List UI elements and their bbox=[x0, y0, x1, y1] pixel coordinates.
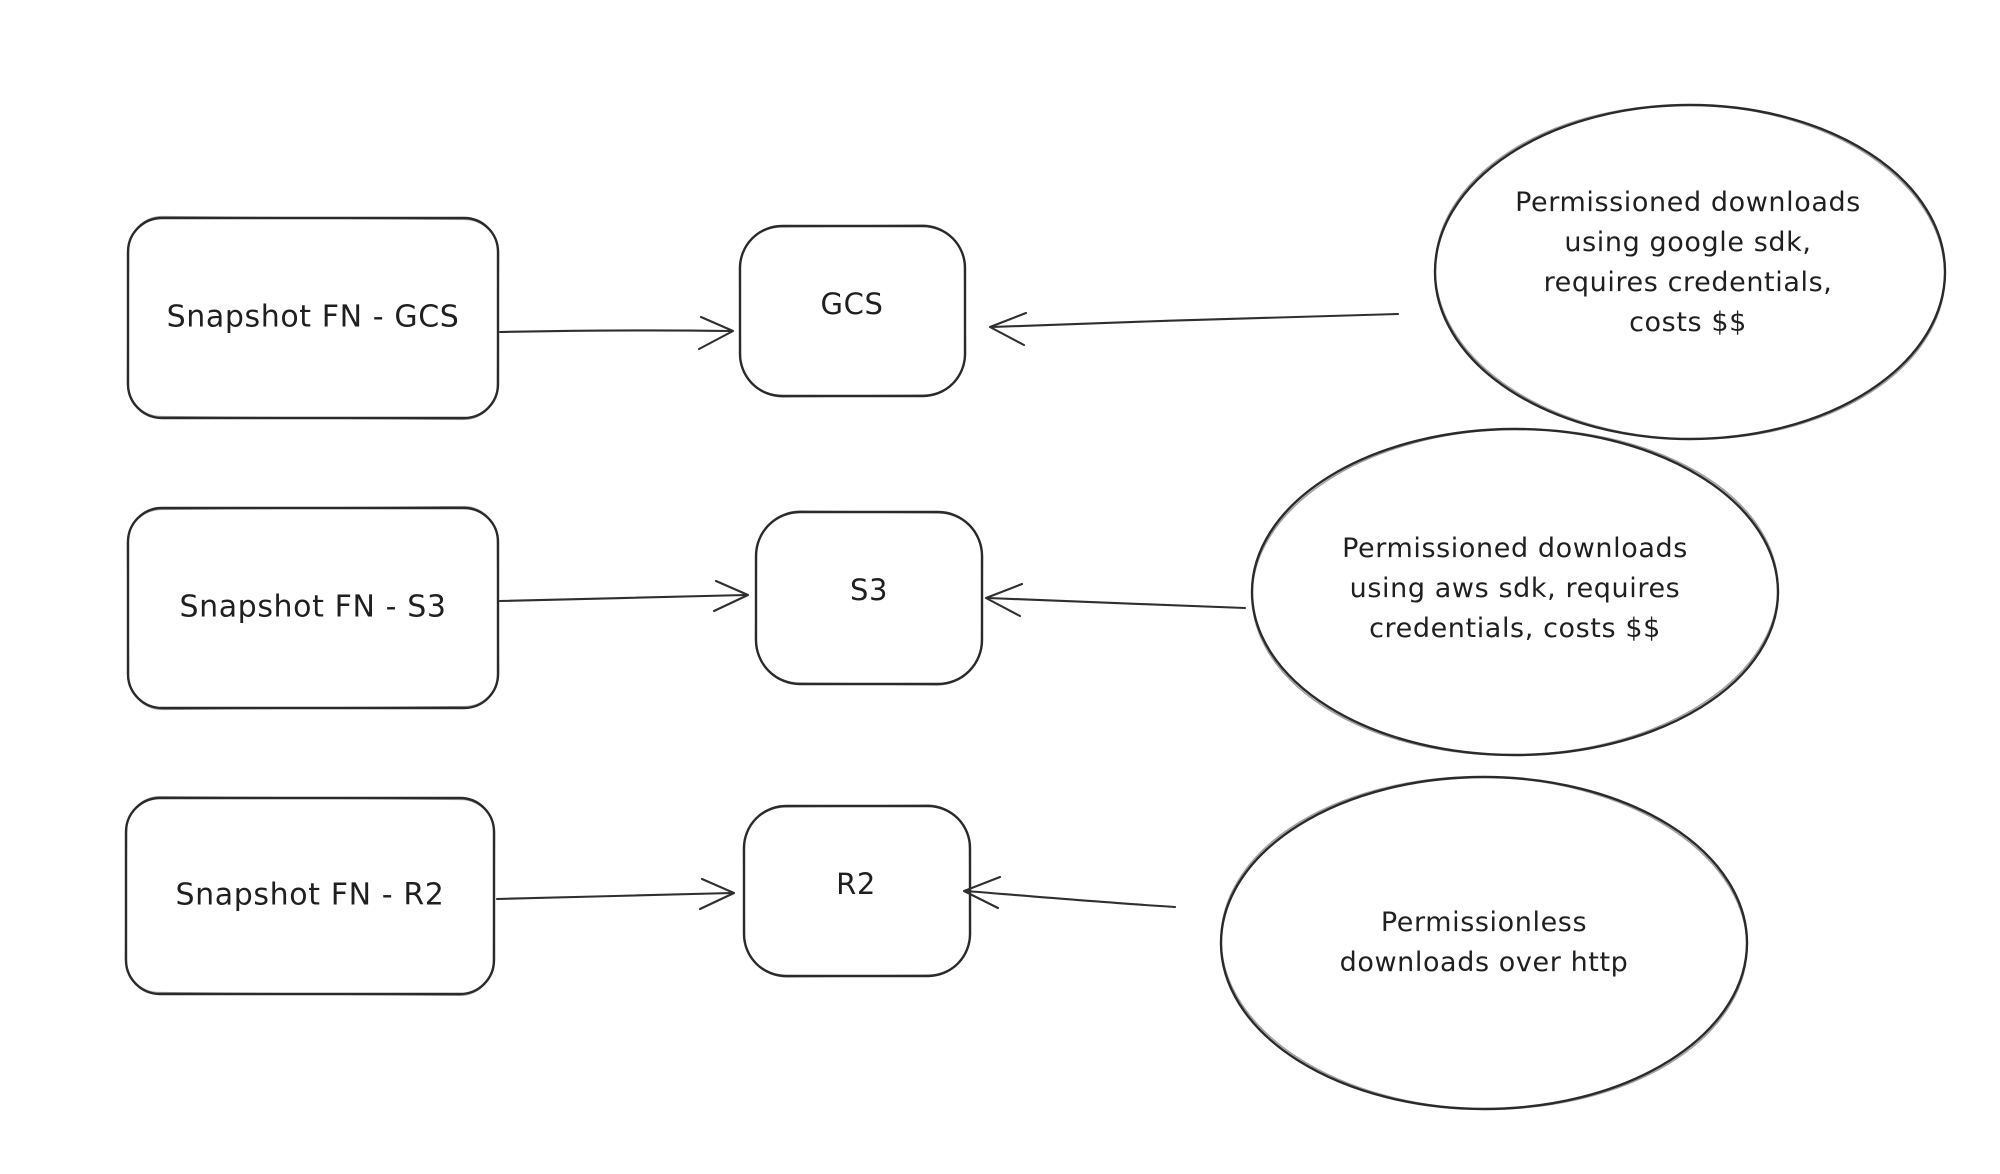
node-note-aws-sdk[interactable] bbox=[1248, 423, 1781, 761]
arrow-note-google-sdk-to-gcs[interactable] bbox=[988, 311, 1400, 347]
node-s3[interactable] bbox=[754, 510, 984, 686]
node-note-http[interactable] bbox=[1217, 771, 1750, 1115]
note-line: credentials, costs $$ bbox=[1369, 613, 1661, 644]
arrow-note-aws-sdk-to-s3[interactable] bbox=[984, 582, 1247, 618]
node-snapshot-fn-r2[interactable] bbox=[124, 795, 496, 997]
label-snapshot-fn-gcs: Snapshot FN - GCS bbox=[166, 299, 460, 335]
node-gcs[interactable] bbox=[738, 224, 967, 398]
note-line: requires credentials, bbox=[1543, 267, 1833, 298]
arrow-note-http-to-r2[interactable] bbox=[962, 875, 1177, 910]
label-s3: S3 bbox=[849, 573, 889, 607]
note-line: Permissioned downloads bbox=[1515, 187, 1861, 218]
label-note-http: Permissionless downloads over http bbox=[1340, 903, 1629, 983]
arrow-snapshot-fn-gcs-to-gcs[interactable] bbox=[498, 315, 735, 351]
note-line: using aws sdk, requires bbox=[1349, 573, 1681, 604]
node-note-google-sdk[interactable] bbox=[1431, 99, 1948, 444]
label-note-google-sdk: Permissioned downloads using google sdk,… bbox=[1515, 183, 1861, 343]
note-line: costs $$ bbox=[1629, 307, 1747, 338]
note-line: Permissionless bbox=[1380, 907, 1588, 938]
label-snapshot-fn-s3: Snapshot FN - S3 bbox=[179, 589, 447, 625]
note-line: using google sdk, bbox=[1564, 227, 1812, 258]
arrow-snapshot-fn-s3-to-s3[interactable] bbox=[498, 579, 750, 613]
node-snapshot-fn-s3[interactable] bbox=[126, 505, 500, 711]
label-r2: R2 bbox=[836, 867, 876, 901]
note-line: Permissioned downloads bbox=[1342, 533, 1688, 564]
node-snapshot-fn-gcs[interactable] bbox=[126, 215, 500, 421]
label-snapshot-fn-r2: Snapshot FN - R2 bbox=[175, 877, 445, 913]
arrow-snapshot-fn-r2-to-r2[interactable] bbox=[495, 877, 736, 911]
label-gcs: GCS bbox=[820, 287, 884, 321]
label-note-aws-sdk: Permissioned downloads using aws sdk, re… bbox=[1342, 529, 1688, 649]
note-line: downloads over http bbox=[1339, 947, 1629, 978]
